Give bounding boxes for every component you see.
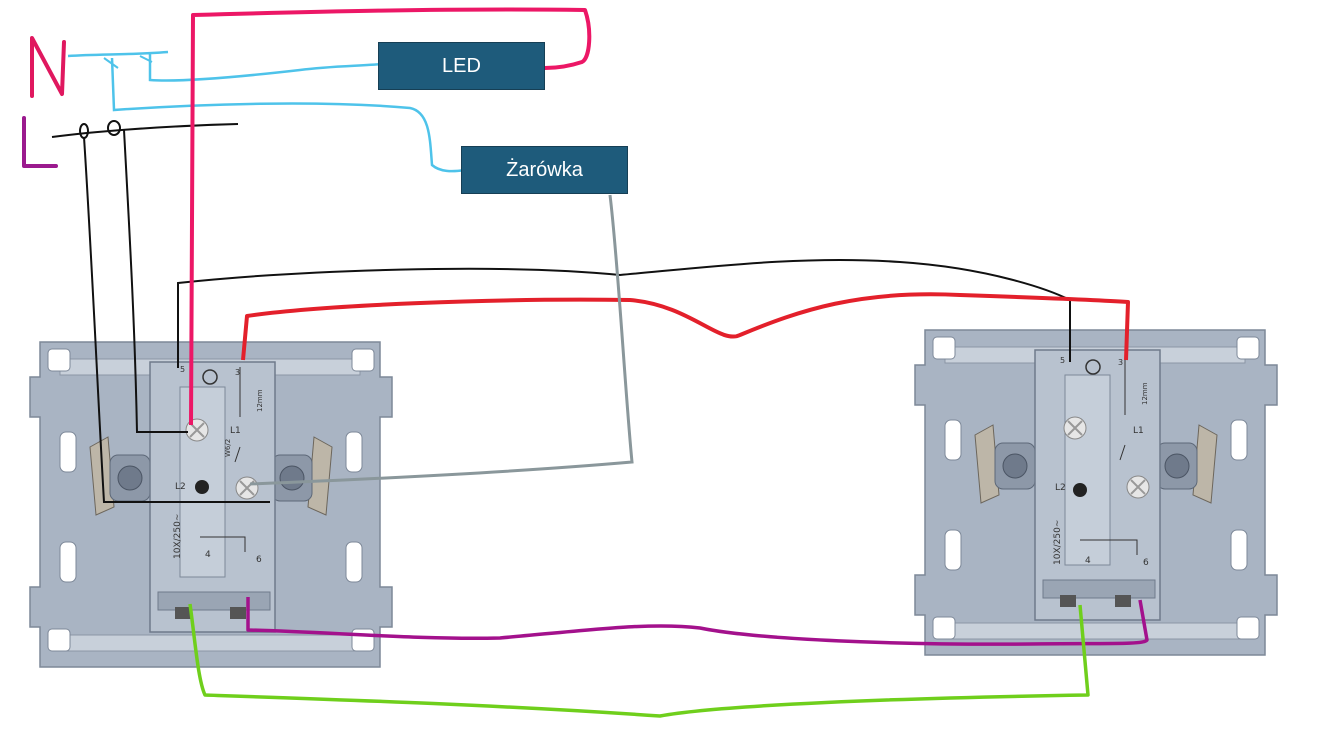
traveler-black-wire: [177, 259, 1071, 368]
marking-3: 3: [1118, 358, 1123, 367]
marking-3: 3: [235, 368, 240, 377]
marking-6: 6: [1143, 558, 1149, 568]
marking-4: 4: [205, 550, 211, 560]
marking-l2: L2: [1055, 483, 1066, 493]
live-wire-to-switch-left-l2: [83, 136, 270, 503]
switch-right: 5 3 L1 L2 12mm 10X/250~ 4 6: [914, 329, 1278, 656]
marking-strip: 12mm: [1141, 382, 1149, 405]
traveler-green-wire: [188, 603, 1090, 718]
marking-rating: 10X/250~: [173, 514, 183, 559]
led-box: LED: [378, 42, 545, 90]
traveler-red-wire: [241, 292, 1130, 361]
marking-rating: 10X/250~: [1053, 520, 1063, 565]
marking-l2: L2: [175, 482, 186, 492]
traveler-purple-wire: [246, 597, 1149, 646]
switched-wire-to-led: [189, 7, 592, 426]
live-junction-2: [107, 120, 121, 136]
neutral-wire-to-led: [67, 50, 383, 82]
ce-mark-icon: [1085, 359, 1101, 375]
switch-left: 5 3 L1 L2 W6/2 12mm 10X/250~ 4 6: [29, 341, 393, 668]
bulb-box: Żarówka: [461, 146, 628, 194]
marking-4: 4: [1085, 556, 1091, 566]
marking-5: 5: [1060, 356, 1065, 365]
marking-strip: 12mm: [256, 389, 264, 412]
rotate-symbol-icon: [1073, 483, 1087, 497]
marking-5: 5: [180, 365, 185, 374]
rotate-symbol-icon: [195, 480, 209, 494]
live-junction-1: [79, 123, 89, 139]
led-label: LED: [442, 54, 481, 77]
marking-6: 6: [256, 555, 262, 565]
marking-model: W6/2: [224, 439, 232, 457]
marking-l1: L1: [230, 426, 241, 436]
neutral-label-glyph: [30, 36, 66, 98]
live-wire-bus: [51, 123, 239, 138]
live-label-glyph: [22, 116, 58, 168]
ce-mark-icon: [202, 369, 218, 385]
bulb-return-wire: [249, 194, 634, 486]
marking-l1: L1: [1133, 426, 1144, 436]
live-wire-to-switch-left-l1: [123, 129, 188, 433]
bulb-label: Żarówka: [506, 158, 583, 181]
